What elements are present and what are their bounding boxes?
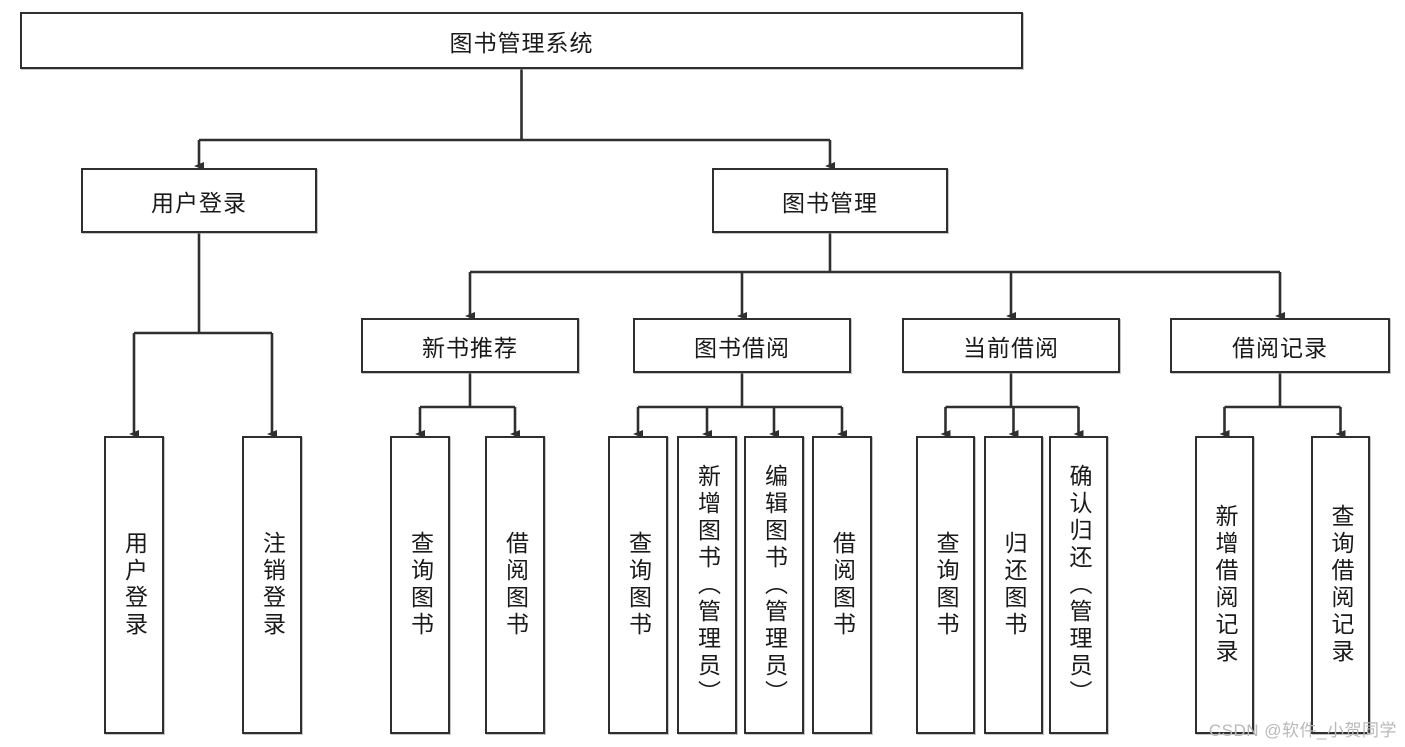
node-leaf-query-book[interactable]: 查询图书: [608, 436, 668, 734]
node-current-borrow[interactable]: 当前借阅: [902, 318, 1120, 373]
watermark: CSDN @软件_小贺同学: [1208, 721, 1397, 740]
node-leaf-query-book-cur-label: 查询图书: [933, 531, 959, 639]
node-borrow-record[interactable]: 借阅记录: [1170, 318, 1390, 373]
node-leaf-add-book-label: 新增图书（管理员）: [694, 463, 721, 707]
node-user-login[interactable]: 用户登录: [81, 168, 317, 233]
node-book-manage[interactable]: 图书管理: [712, 168, 948, 233]
node-book-manage-label: 图书管理: [782, 189, 878, 216]
node-leaf-edit-book-label: 编辑图书（管理员）: [761, 463, 788, 707]
node-leaf-confirm-return-label: 确认归还（管理员）: [1066, 463, 1092, 707]
node-new-book-rec-label: 新书推荐: [422, 334, 518, 361]
node-leaf-user-login[interactable]: 用户登录: [104, 436, 164, 734]
node-leaf-query-book-label: 查询图书: [625, 531, 652, 639]
node-leaf-borrow-book-rec-label: 借阅图书: [502, 531, 529, 639]
node-leaf-edit-book[interactable]: 编辑图书（管理员）: [744, 436, 804, 734]
node-leaf-query-record[interactable]: 查询借阅记录: [1311, 436, 1370, 734]
node-book-borrow-label: 图书借阅: [694, 334, 790, 361]
node-root-label: 图书管理系统: [449, 29, 594, 56]
node-leaf-query-book-rec[interactable]: 查询图书: [390, 436, 450, 734]
node-current-borrow-label: 当前借阅: [963, 334, 1059, 361]
node-leaf-add-record[interactable]: 新增借阅记录: [1195, 436, 1254, 734]
node-leaf-return-book-label: 归还图书: [1001, 531, 1027, 639]
node-leaf-add-book[interactable]: 新增图书（管理员）: [677, 436, 737, 734]
node-user-login-label: 用户登录: [151, 189, 247, 216]
node-leaf-user-logout-label: 注销登录: [259, 531, 286, 639]
node-new-book-rec[interactable]: 新书推荐: [361, 318, 579, 373]
node-leaf-user-login-label: 用户登录: [121, 531, 148, 639]
node-leaf-query-book-cur[interactable]: 查询图书: [916, 436, 975, 734]
node-leaf-borrow-book-label: 借阅图书: [829, 531, 856, 639]
node-leaf-borrow-book-rec[interactable]: 借阅图书: [485, 436, 545, 734]
node-leaf-return-book[interactable]: 归还图书: [984, 436, 1043, 734]
node-root[interactable]: 图书管理系统: [20, 12, 1023, 69]
node-leaf-add-record-label: 新增借阅记录: [1212, 504, 1238, 666]
node-leaf-query-book-rec-label: 查询图书: [407, 531, 434, 639]
node-leaf-borrow-book[interactable]: 借阅图书: [812, 436, 872, 734]
node-book-borrow[interactable]: 图书借阅: [633, 318, 851, 373]
node-leaf-confirm-return[interactable]: 确认归还（管理员）: [1049, 436, 1108, 734]
node-leaf-user-logout[interactable]: 注销登录: [242, 436, 302, 734]
node-leaf-query-record-label: 查询借阅记录: [1328, 504, 1354, 666]
node-borrow-record-label: 借阅记录: [1232, 334, 1328, 361]
